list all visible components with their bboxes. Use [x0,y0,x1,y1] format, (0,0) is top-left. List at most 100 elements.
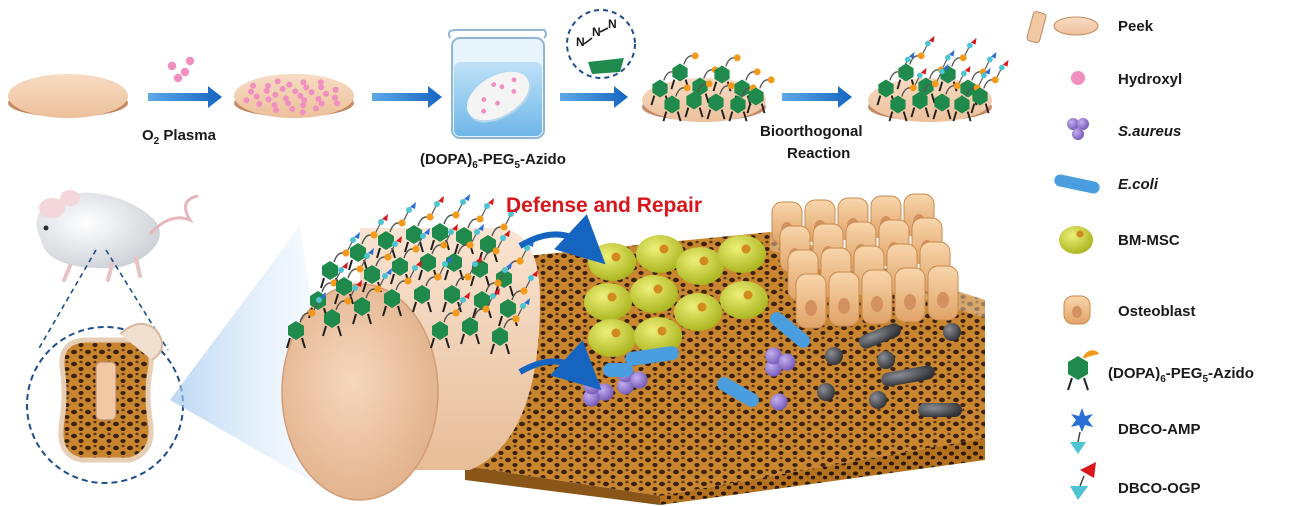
linker-molecule [684,80,713,118]
hydroxyl-dot [289,105,296,112]
linker-molecule [490,298,530,355]
linker-molecule [362,236,402,293]
linker-molecule [460,288,500,345]
linker-molecule [286,292,326,349]
bmmsc-cell [674,293,722,331]
linker-molecule [322,280,362,337]
hydroxyl-dot [274,78,281,85]
implant-surface-linkers [286,194,538,355]
peek-disc-hydroxyl [234,74,354,118]
legend-item-osteoblast: Osteoblast [1063,295,1196,325]
linker-molecule [970,59,1009,114]
hydroxyl-dot [292,88,299,95]
linker-molecule [932,65,971,120]
hydroxyl-dot [285,100,292,107]
hydroxyl-dot [300,79,307,86]
hydroxyl-dot [318,84,325,91]
linker-molecule [454,198,494,255]
label-o2-plasma: O2 Plasma [142,127,217,147]
linker-molecule [376,202,416,259]
legend-item-hydroxyl: Hydroxyl [1071,71,1182,88]
label-dopa-coating: (DOPA)6-PEG5-Azido [420,151,566,171]
svg-text:N: N [576,35,585,49]
hydroxyl-dot [332,86,339,93]
hydroxyl-dot [303,84,310,91]
dead-saureus [877,351,895,369]
osteoblast-cell [828,271,860,327]
dead-saureus [943,323,961,341]
linker-molecule [670,52,699,90]
linker-molecule [728,84,757,122]
svg-text:DBCO-AMP: DBCO-AMP [1118,421,1201,438]
svg-text:N: N [608,17,617,31]
bmmsc-cell [636,235,684,273]
ecoli-rod [625,346,679,366]
hydroxyl-dot [271,102,278,109]
arrow-step-2 [372,86,442,108]
peek-disc-functionalized [868,35,1009,122]
hydroxyl-dot [297,93,304,99]
hydroxyl-dot [243,97,250,104]
curved-arrow-lower [518,340,602,391]
arrow-step-3 [560,86,628,108]
hydroxyl-dot [250,82,257,89]
ecoli-rod [769,312,811,348]
saureus-colony [765,347,796,377]
ecoli-rod [603,363,633,377]
peek-disc-bare [8,74,128,118]
hydroxyl-dot [308,89,315,96]
hydroxyl-icon [1071,71,1085,85]
svg-text:(DOPA)6-PEG5-Azido: (DOPA)6-PEG5-Azido [1108,365,1254,385]
legend-item-bmmsc: BM-MSC [1059,226,1180,254]
dbco-amp-icon [1070,408,1093,454]
title-defense-repair: Defense and Repair [506,194,702,217]
beaker-icon [447,29,547,139]
legend-item-saureus: S.aureus [1067,118,1181,140]
hydroxyl-floating [167,56,195,83]
osteoblast-cell [927,265,959,321]
linker-molecule [418,224,458,281]
hydroxyl-dot [332,94,338,101]
osteoblast-cell [795,273,827,329]
hydroxyl-dot [318,100,325,107]
azide-zoom-bubble: N N N [566,9,636,79]
peek-disc-icon [1053,16,1099,36]
osteoblast-cell [894,267,926,323]
label-reaction: Reaction [787,145,850,162]
hydroxyl-dot [300,102,307,109]
bmmsc-cell [588,319,636,357]
svg-text:Peek: Peek [1118,18,1154,35]
arrow-step-4 [782,86,852,108]
dbco-ogp-icon [1070,462,1096,500]
linker-molecule [706,82,735,120]
hydroxyl-dot [248,88,255,95]
hydroxyl-dot [263,87,270,94]
saureus-icon [1067,118,1089,140]
svg-text:N: N [592,25,601,39]
functional-linkers [876,35,1009,122]
linker-molecule [430,292,470,349]
dopa-linkers [650,52,775,122]
hydroxyl-dot [265,96,272,103]
hydroxyl-dot [315,95,322,102]
bmmsc-cell [588,243,636,281]
label-bioorthogonal: Bioorthogonal [760,123,862,140]
linker-molecule [910,63,949,118]
hydroxyl-dot [317,79,324,86]
mouse-zoom-line-left [37,249,97,351]
linker-molecule [334,248,374,305]
arrow-step-1 [148,86,222,108]
mouse-illustration [36,190,199,282]
legend-item-ogp: DBCO-OGP [1070,462,1201,500]
dopa-linker-icon [1067,350,1099,391]
hydroxyl-dot [272,91,279,98]
peek-disc-coated [642,52,775,122]
hydroxyl-dot [286,81,293,88]
ecoli-rod [717,377,759,407]
ecoli-icon [1054,174,1100,194]
hydroxyl-dots [243,78,340,116]
linker-molecule [320,232,360,289]
ecoli-cluster [603,312,811,407]
process-row: O2 Plasma [8,9,1009,171]
